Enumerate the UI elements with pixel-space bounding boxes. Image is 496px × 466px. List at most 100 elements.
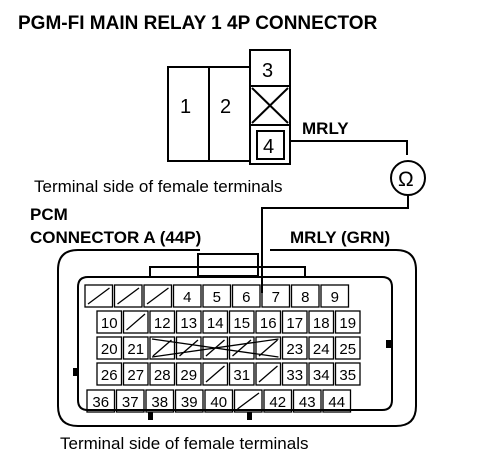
pcm-cell <box>233 389 263 413</box>
pcm-terminal-28: 28 <box>154 367 171 384</box>
pcm-terminal-8: 8 <box>301 289 309 306</box>
pcm-cell <box>228 336 255 360</box>
diagram-title: PGM-FI MAIN RELAY 1 4P CONNECTOR <box>18 13 378 34</box>
pcm-cell: 44 <box>322 389 352 413</box>
pcm-terminal-43: 43 <box>299 394 316 411</box>
pcm-cell: 35 <box>334 362 361 386</box>
pcm-terminal-5: 5 <box>213 289 221 306</box>
pcm-cell: 16 <box>255 310 282 334</box>
relay-terminal-4: 4 <box>263 136 274 158</box>
pcm-terminal-19: 19 <box>339 315 356 332</box>
pcm-cell: 6 <box>231 284 261 308</box>
pcm-terminal-9: 9 <box>331 289 339 306</box>
pcm-terminal-44: 44 <box>328 394 345 411</box>
pcm-cell: 39 <box>174 389 204 413</box>
pcm-terminal-4: 4 <box>183 289 191 306</box>
pcm-cell: 36 <box>86 389 116 413</box>
pcm-empty-span-cross <box>151 338 279 358</box>
ohmmeter-icon: Ω <box>390 160 426 196</box>
pcm-label-line1: PCM <box>30 205 68 224</box>
pcm-cell: 23 <box>281 336 308 360</box>
pcm-cell: 31 <box>228 362 255 386</box>
pcm-latch <box>197 253 259 277</box>
pcm-cell: 9 <box>320 284 350 308</box>
pcm-cell: 28 <box>149 362 176 386</box>
pcm-cell: 37 <box>115 389 145 413</box>
pcm-cell: 38 <box>145 389 175 413</box>
pcm-terminal-25: 25 <box>339 341 356 358</box>
pcm-cell: 15 <box>228 310 255 334</box>
pcm-cell: 26 <box>96 362 123 386</box>
pcm-cell: 13 <box>175 310 202 334</box>
pcm-cell: 5 <box>202 284 232 308</box>
pcm-terminal-36: 36 <box>92 394 109 411</box>
pcm-terminal-17: 17 <box>286 315 303 332</box>
pcm-cell: 17 <box>281 310 308 334</box>
pcm-cell <box>202 362 229 386</box>
relay-terminal-3: 3 <box>262 60 273 82</box>
relay-empty-cavity <box>251 87 289 124</box>
pcm-cell: 25 <box>334 336 361 360</box>
pcm-terminal-14: 14 <box>207 315 224 332</box>
relay-caption: Terminal side of female terminals <box>34 177 282 196</box>
pcm-cell: 27 <box>122 362 149 386</box>
pcm-cell <box>143 284 173 308</box>
pcm-wire-label: MRLY (GRN) <box>290 228 390 247</box>
pcm-cell: 33 <box>281 362 308 386</box>
pcm-cell: 24 <box>308 336 335 360</box>
pcm-cell: 20 <box>96 336 123 360</box>
pcm-cell <box>175 336 202 360</box>
pcm-terminal-13: 13 <box>180 315 197 332</box>
pcm-terminal-24: 24 <box>313 341 330 358</box>
pcm-terminal-37: 37 <box>122 394 139 411</box>
svg-text:Ω: Ω <box>398 168 414 191</box>
pcm-cell <box>255 362 282 386</box>
pcm-cell: 40 <box>204 389 234 413</box>
pcm-terminal-34: 34 <box>313 367 330 384</box>
relay-terminal-2: 2 <box>220 96 231 118</box>
pcm-label-line2: CONNECTOR A (44P) <box>30 228 201 247</box>
pcm-cell: 29 <box>175 362 202 386</box>
pcm-terminal-35: 35 <box>339 367 356 384</box>
pcm-terminal-31: 31 <box>233 367 250 384</box>
pcm-terminal-6: 6 <box>242 289 250 306</box>
pcm-terminal-10: 10 <box>101 315 118 332</box>
pcm-terminal-21: 21 <box>127 341 144 358</box>
pcm-cell <box>113 284 143 308</box>
pcm-cell: 34 <box>308 362 335 386</box>
pcm-cell: 10 <box>96 310 123 334</box>
pcm-cell: 4 <box>172 284 202 308</box>
pcm-cell: 12 <box>149 310 176 334</box>
pcm-terminal-33: 33 <box>286 367 303 384</box>
pcm-terminal-23: 23 <box>286 341 303 358</box>
relay-connector: 1 2 3 4 <box>167 49 291 165</box>
pcm-cell: 19 <box>334 310 361 334</box>
relay-terminal-column <box>249 49 291 165</box>
pcm-terminal-27: 27 <box>127 367 144 384</box>
pcm-cell: 21 <box>122 336 149 360</box>
relay-test-lead <box>290 140 408 155</box>
pcm-cell <box>84 284 114 308</box>
pcm-terminal-18: 18 <box>313 315 330 332</box>
pcm-terminal-29: 29 <box>180 367 197 384</box>
relay-wire-label: MRLY <box>302 119 349 138</box>
pcm-caption: Terminal side of female terminals <box>60 434 308 453</box>
pcm-cell: 18 <box>308 310 335 334</box>
pcm-cell: 43 <box>292 389 322 413</box>
pcm-cell <box>149 336 176 360</box>
pcm-test-lead <box>261 195 409 293</box>
pcm-terminal-26: 26 <box>101 367 118 384</box>
pcm-terminal-39: 39 <box>181 394 198 411</box>
pcm-cell: 42 <box>263 389 293 413</box>
pcm-terminal-20: 20 <box>101 341 118 358</box>
pcm-cell: 7 <box>261 284 291 308</box>
relay-terminal-1: 1 <box>180 96 191 118</box>
pcm-inner-frame <box>77 276 393 411</box>
pcm-terminal-40: 40 <box>210 394 227 411</box>
pcm-cell <box>255 336 282 360</box>
pcm-terminal-7: 7 <box>272 289 280 306</box>
pcm-cell <box>122 310 149 334</box>
